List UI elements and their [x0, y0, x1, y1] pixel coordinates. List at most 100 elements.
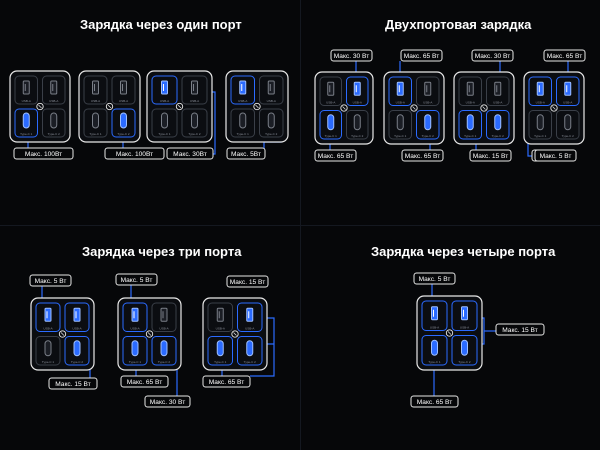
usb-a-port-icon — [327, 81, 335, 96]
port-label: Type-C 1 — [237, 132, 250, 136]
port-label: USB-A — [216, 327, 225, 331]
port-cell — [181, 108, 208, 138]
power-label-1-6: Макс. 65 Вт — [543, 49, 586, 62]
port-label: Type-C 1 — [428, 360, 441, 364]
port-cell — [35, 302, 61, 332]
power-label-text: Макс. 5Вт — [231, 151, 261, 158]
center-hub-mark — [107, 104, 112, 109]
power-label-2-2: Макс. 5 Вт — [115, 273, 158, 286]
port-label: USB-A — [536, 101, 545, 105]
power-label-text: Макс. 15 Вт — [473, 153, 509, 160]
center-hub-mark — [412, 106, 416, 110]
port-label: USB-A — [326, 101, 335, 105]
usb-c-port-icon — [431, 339, 438, 356]
power-label-text: Макс. 30 Вт — [475, 53, 511, 60]
power-label-1-5: Макс. 15 Вт — [469, 149, 512, 162]
power-label-text: Макс. 5 Вт — [419, 276, 451, 283]
usb-c-port-icon — [396, 114, 404, 131]
port-cell — [83, 108, 108, 138]
port-label: Type-C 1 — [214, 360, 227, 364]
port-label: Type-C 2 — [422, 134, 435, 138]
usb-c-port-icon — [267, 112, 275, 129]
port-label: Type-C 1 — [129, 360, 142, 364]
center-hub-mark — [38, 104, 42, 109]
power-label-text: Макс. 5 Вт — [35, 278, 67, 285]
port-label: Type-C 1 — [464, 134, 477, 138]
power-label-2-0: Макс. 5 Вт — [29, 274, 72, 287]
power-label-0-3: Макс. 5Вт — [226, 147, 266, 160]
power-label-box — [226, 147, 266, 160]
power-label-box — [13, 147, 74, 160]
power-label-box — [144, 395, 191, 408]
port-cell — [42, 75, 66, 105]
port-label: Type-C 2 — [562, 134, 575, 138]
center-hub-mark — [482, 106, 486, 110]
usb-a-port-icon — [44, 307, 52, 322]
power-label-text: Макс. 15 Вт — [502, 327, 538, 334]
port-label: USB-A — [563, 101, 572, 105]
power-label-text: Макс. 5 Вт — [540, 153, 572, 160]
power-label-box — [330, 49, 373, 62]
usb-c-port-icon — [461, 339, 468, 356]
center-hub-mark — [60, 332, 65, 336]
port-cell — [319, 76, 342, 106]
port-label: Type-C 2 — [48, 132, 61, 136]
port-label: USB-A — [119, 99, 128, 103]
usb-c-port-icon — [466, 114, 474, 131]
port-label: USB-A — [430, 326, 439, 330]
port-label: Type-C 1 — [534, 134, 547, 138]
charger-1-3: USB-A USB-A Type-C 1 Type-C 2 — [523, 71, 585, 145]
port-cell — [207, 302, 233, 332]
section-title-three-port: Зарядка через три порта — [82, 244, 242, 259]
power-label-text: Макс. 65 Вт — [127, 379, 163, 386]
power-label-text: Макс. 100Вт — [116, 151, 153, 158]
power-label-text: Макс. 5 Вт — [121, 277, 153, 284]
port-cell — [528, 110, 552, 140]
power-label-1-8: Макс. 5 Вт — [534, 149, 577, 162]
power-label-3-0: Макс. 5 Вт — [413, 272, 456, 285]
port-cell — [416, 76, 440, 106]
usb-c-port-icon — [536, 114, 544, 131]
power-label-box — [469, 149, 512, 162]
usb-a-port-icon — [431, 306, 438, 321]
port-label: USB-A — [238, 99, 247, 103]
usb-c-port-icon — [216, 340, 224, 357]
power-label-box — [202, 375, 251, 388]
port-cell — [122, 336, 148, 366]
port-label: USB-A — [72, 327, 81, 331]
port-cell — [230, 75, 255, 105]
port-label: Type-C 1 — [42, 360, 55, 364]
usb-a-port-icon — [160, 307, 168, 322]
usb-c-port-icon — [494, 114, 502, 131]
power-label-box — [534, 149, 577, 162]
usb-c-port-icon — [191, 112, 198, 129]
port-cell — [111, 75, 136, 105]
port-label: Type-C 1 — [158, 132, 171, 136]
power-label-0-0: Макс. 100Вт — [13, 147, 74, 160]
port-cell — [64, 302, 90, 332]
usb-a-port-icon — [131, 307, 139, 322]
usb-a-port-icon — [22, 80, 30, 95]
power-label-text: Макс. 65 Вт — [417, 399, 453, 406]
port-label: Type-C 1 — [394, 134, 407, 138]
power-label-text: Макс. 30Вт — [173, 151, 207, 158]
usb-a-port-icon — [564, 81, 572, 96]
port-cell — [486, 76, 510, 106]
power-label-1-4: Макс. 30 Вт — [471, 49, 514, 62]
port-cell — [151, 302, 177, 332]
power-label-2-3: Макс. 65 Вт — [120, 375, 169, 388]
port-cell — [486, 110, 510, 140]
port-label: USB-A — [130, 327, 139, 331]
port-label: USB-A — [160, 99, 169, 103]
port-cell — [346, 76, 369, 106]
port-label: USB-A — [460, 326, 469, 330]
usb-c-port-icon — [160, 340, 168, 357]
power-label-text: Макс. 65 Вт — [318, 153, 354, 160]
usb-a-port-icon — [353, 81, 361, 96]
port-cell — [237, 336, 263, 366]
